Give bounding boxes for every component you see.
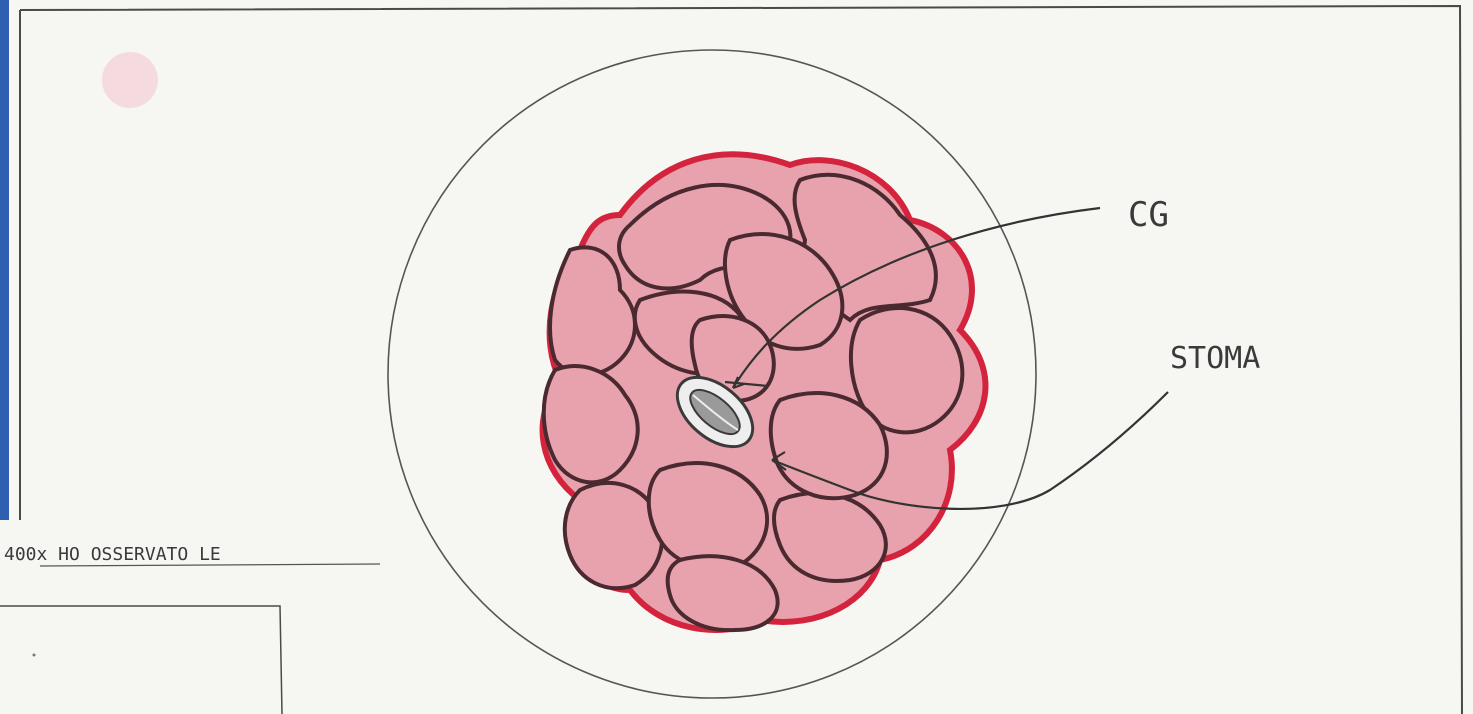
cg-label: CG [1128, 195, 1169, 235]
caption-text: 400x HO OSSERVATO LE [4, 544, 221, 565]
epidermal-cells [543, 154, 986, 630]
stoma-label: STOMA [1170, 341, 1260, 376]
pencil-dot [33, 654, 36, 657]
smudge [102, 52, 158, 108]
answer-box [0, 606, 282, 714]
